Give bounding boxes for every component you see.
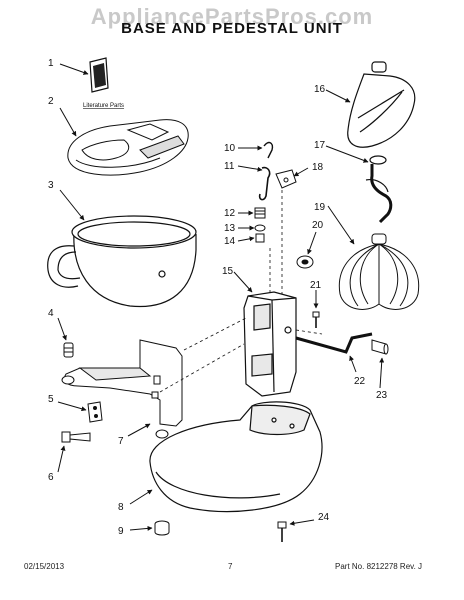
knob	[63, 342, 74, 358]
footer-date: 02/15/2013	[24, 562, 65, 571]
callout-number: 3	[48, 180, 54, 191]
leader-lines	[57, 63, 385, 531]
lock-lever	[275, 169, 297, 189]
callout-number: 15	[222, 266, 234, 277]
callout-number: 18	[312, 162, 324, 173]
callout-number: 11	[224, 161, 235, 172]
handle	[371, 339, 389, 355]
callout-number: 9	[118, 526, 124, 537]
callout-number: 4	[48, 308, 54, 319]
bowl-support	[61, 339, 183, 439]
gear	[296, 255, 314, 269]
callout-number: 19	[314, 202, 326, 213]
screw-21	[312, 311, 320, 328]
callout-number: 24	[318, 512, 330, 523]
diagram-title: BASE AND PEDESTAL UNIT	[121, 20, 343, 37]
base	[149, 401, 323, 513]
callout-number: 13	[224, 223, 236, 234]
crank-rod	[295, 332, 373, 354]
watermark: AppliancePartsPros.com	[90, 4, 374, 29]
callout-number: 17	[314, 140, 326, 151]
callout-number: 8	[118, 502, 124, 513]
screw-6	[61, 431, 91, 443]
lever-parts	[254, 141, 274, 243]
footer-page-number: 7	[228, 562, 233, 571]
mixing-bowl	[47, 215, 197, 308]
callout-number: 14	[224, 236, 236, 247]
screw-24	[277, 521, 287, 542]
callout-number: 10	[224, 143, 236, 154]
wire-whip	[338, 233, 420, 310]
pedestal-housing	[243, 291, 297, 397]
callout-number: 12	[224, 208, 236, 219]
callout-number: 2	[48, 96, 54, 107]
callout-number: 7	[118, 436, 124, 447]
callout-number: 1	[48, 58, 54, 69]
foot	[154, 520, 170, 536]
pouring-shield	[67, 119, 189, 176]
literature-label: Literature Parts	[83, 103, 124, 109]
callout-number: 20	[312, 220, 324, 231]
callout-number: 16	[314, 84, 326, 95]
callout-number: 22	[354, 376, 366, 387]
alignment-lines	[159, 190, 323, 393]
callout-number: 21	[310, 280, 322, 291]
callout-number: 5	[48, 394, 54, 405]
callout-number: 23	[376, 390, 388, 401]
flat-beater	[347, 61, 416, 148]
clip	[87, 401, 103, 423]
dough-hook	[365, 155, 393, 224]
footer-part-number: Part No. 8212278 Rev. J	[335, 562, 423, 571]
literature-packet	[89, 57, 109, 93]
callout-number: 6	[48, 472, 54, 483]
